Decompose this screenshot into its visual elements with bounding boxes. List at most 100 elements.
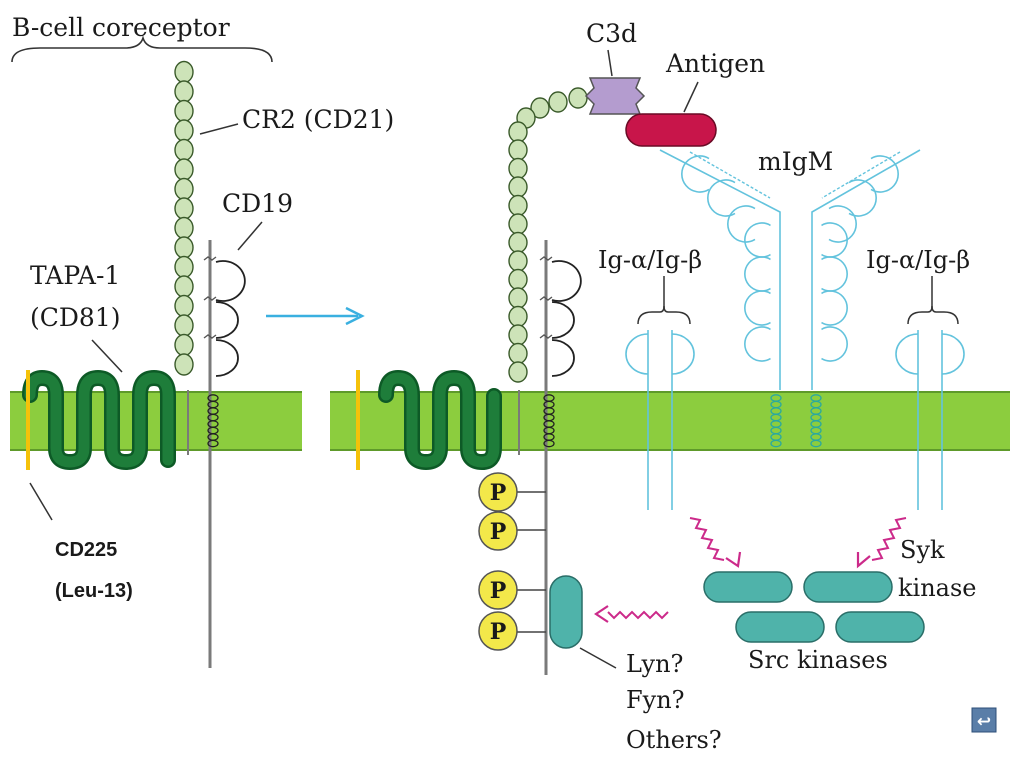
label-syk-line2: kinase — [898, 574, 977, 602]
cr2-bead — [174, 177, 194, 201]
cr2-bead — [174, 353, 194, 376]
migm-receptor — [659, 149, 921, 448]
cr2-cd21-chain-right — [508, 87, 588, 383]
cr2-bead — [530, 97, 550, 119]
syk-kinase-2 — [803, 571, 893, 603]
ig-ab-left-brace — [637, 276, 691, 325]
tapa1-label-leader — [91, 339, 123, 373]
tapa1-cd81-right-fill — [380, 372, 500, 468]
label-lyn: Lyn? — [626, 650, 683, 678]
migm-ig-domain — [744, 326, 771, 362]
ig-beta-domain — [671, 333, 695, 375]
cr2-bead — [174, 236, 194, 259]
svg-text:P: P — [490, 519, 507, 545]
label-ig-ab-right: Ig-α/Ig-β — [866, 246, 970, 274]
cr2-bead — [508, 157, 528, 180]
cr2-bead — [174, 294, 194, 318]
cd19-left — [203, 240, 246, 668]
tapa1-cd81-left-fill — [24, 372, 174, 468]
cr2-bead — [174, 314, 194, 337]
label-cd19: CD19 — [222, 189, 293, 218]
activation-arrow-lyn — [594, 605, 669, 623]
label-cr2: CR2 (CD21) — [242, 105, 394, 134]
migm-heavy-chain-right — [811, 149, 921, 390]
label-src-kinases: Src kinases — [748, 646, 888, 674]
cd225-label-leader — [29, 482, 53, 521]
cr2-bead — [174, 216, 194, 240]
cd19-label-leader — [237, 221, 263, 251]
migm-ig-domain — [821, 326, 848, 362]
ig-ab-right-brace — [907, 276, 959, 325]
cr2-bead — [174, 138, 194, 162]
cr2-bead — [174, 119, 194, 142]
cr2-cd21-chain-left — [174, 60, 194, 376]
antigen-molecule — [625, 113, 717, 147]
migm-heavy-chain-left — [659, 149, 781, 390]
label-c3d: C3d — [586, 19, 637, 48]
migm-ig-domain — [821, 222, 848, 258]
cr2-bead — [508, 194, 528, 217]
cr2-bead — [568, 87, 588, 109]
phosphate-1: P — [478, 472, 518, 512]
coreceptor-brace — [11, 35, 273, 63]
cr2-bead — [508, 305, 528, 328]
transition-arrow — [266, 306, 365, 326]
cr2-bead — [508, 287, 528, 309]
cr2-bead — [508, 213, 528, 235]
phosphate-3: P — [478, 570, 518, 610]
activation-arrow-syk-right — [856, 517, 907, 569]
cr2-bead — [508, 268, 528, 291]
activation-arrow-syk-left — [689, 517, 742, 568]
migm-ig-domain — [744, 222, 771, 258]
cr2-bead — [508, 250, 528, 272]
cr2-bead — [174, 197, 194, 220]
migm-ig-domain — [744, 290, 771, 326]
migm-ig-domain — [821, 256, 848, 292]
cr2-bead — [174, 99, 194, 123]
label-bcell-coreceptor: B-cell coreceptor — [12, 13, 230, 42]
migm-light-chain-right — [821, 151, 901, 199]
label-tapa1-line2: (CD81) — [30, 303, 121, 332]
return-icon: ↩ — [977, 712, 991, 732]
phosphate-4: P — [478, 611, 518, 651]
migm-ig-domain — [681, 155, 710, 193]
cr2-bead — [508, 342, 528, 365]
cr2-bead — [174, 60, 194, 84]
svg-text:P: P — [490, 619, 507, 645]
src-kinase-2 — [835, 611, 925, 643]
ig-alpha-domain — [895, 333, 919, 375]
cd19-tm-coil — [543, 439, 555, 448]
cr2-bead — [548, 91, 568, 113]
ig-alpha-beta-left — [625, 330, 695, 510]
label-ig-ab-left: Ig-α/Ig-β — [598, 246, 702, 274]
label-syk-line1: Syk — [900, 536, 945, 564]
cr2-bead — [508, 139, 528, 161]
cr2-bead — [508, 324, 528, 346]
lyn-kinase — [549, 575, 583, 649]
migm-ig-domain — [727, 205, 756, 243]
cr2-bead — [508, 176, 528, 198]
label-antigen: Antigen — [665, 49, 765, 78]
svg-text:P: P — [490, 578, 507, 604]
c3d-fragment — [584, 77, 646, 115]
return-button[interactable]: ↩ — [971, 707, 997, 733]
migm-ig-domain — [828, 205, 857, 243]
cd19-right — [514, 240, 582, 675]
phosphate-2: P — [478, 511, 518, 551]
antigen-label-leader — [683, 81, 699, 113]
cr2-bead — [508, 361, 528, 383]
c3d-label-leader — [607, 49, 613, 77]
migm-tm-coil — [810, 439, 822, 448]
ig-beta-domain — [941, 333, 965, 375]
cr2-bead — [174, 255, 194, 279]
ig-alpha-beta-right — [895, 330, 965, 510]
migm-ig-domain — [821, 290, 848, 326]
migm-ig-domain — [870, 155, 899, 193]
migm-ig-domain — [848, 179, 877, 217]
migm-ig-domain — [707, 179, 736, 217]
cr2-bead — [174, 80, 194, 103]
cd19-tm-coil — [207, 439, 219, 448]
label-tapa1-line1: TAPA-1 — [30, 261, 120, 290]
